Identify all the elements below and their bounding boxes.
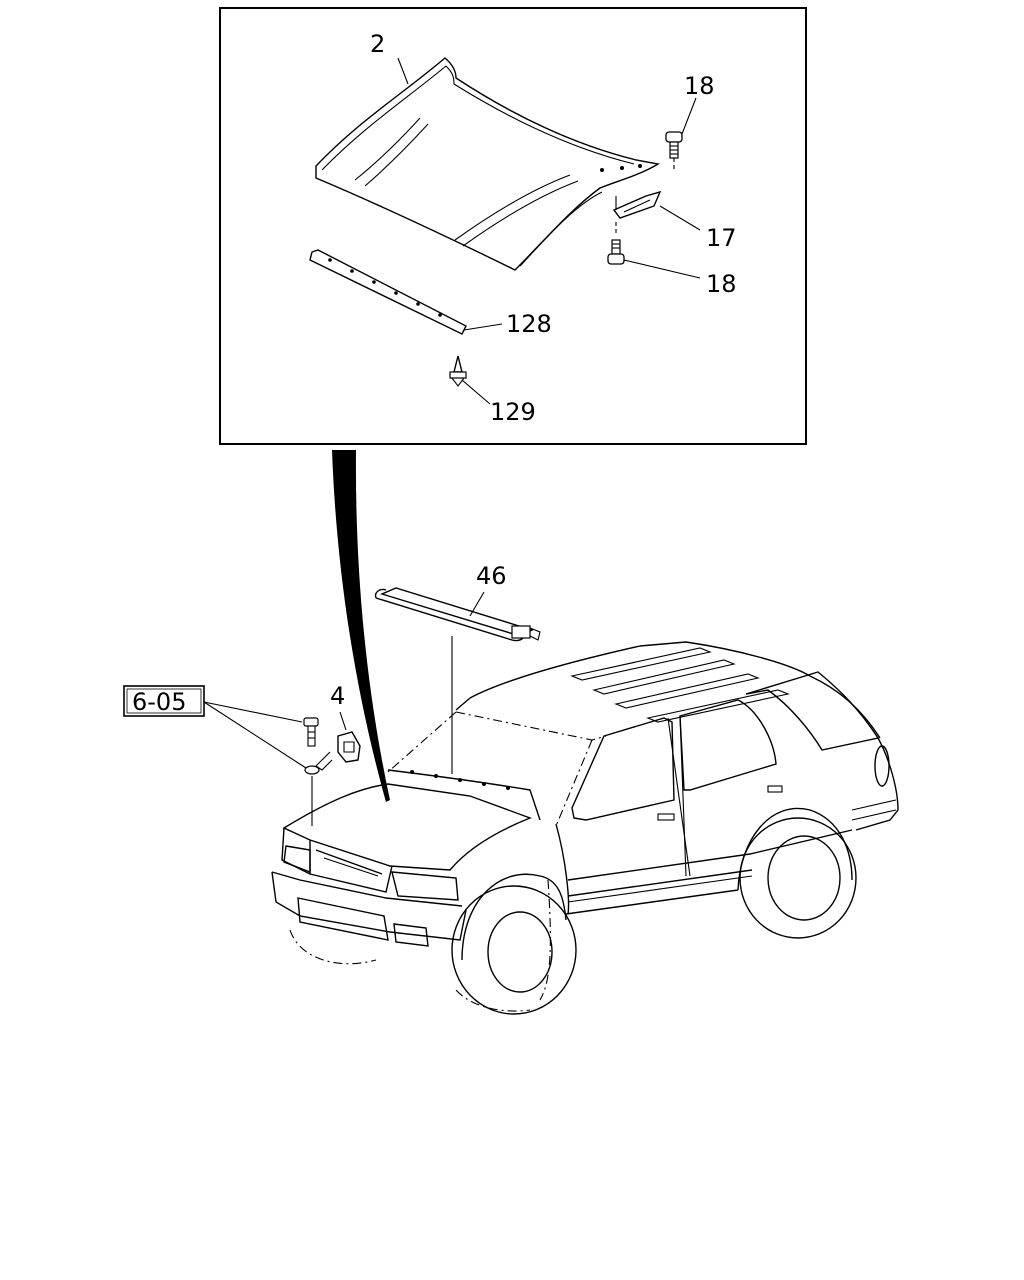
- callout-hood: 2: [370, 30, 385, 58]
- weatherstrip-icon: [374, 587, 541, 774]
- vehicle-outline: [271, 641, 899, 1015]
- ref-section-box: [123, 685, 205, 717]
- bolt-icon-upper: [665, 131, 683, 172]
- callout-ref-section: 6-05: [132, 688, 186, 716]
- callout-bolt-upper: 18: [684, 72, 715, 100]
- latch-icon: [315, 711, 361, 771]
- hood-panel: [315, 57, 660, 271]
- callout-hinge: 17: [706, 224, 737, 252]
- inset-connector-wedge: [332, 450, 390, 802]
- callout-clip: 129: [490, 398, 536, 426]
- hood-seal-strip: [309, 249, 467, 335]
- callout-latch: 4: [330, 682, 345, 710]
- bolt-icon-lower: [607, 222, 625, 265]
- callout-seal-strip: 128: [506, 310, 552, 338]
- callout-bolt-lower: 18: [706, 270, 737, 298]
- callout-weatherstrip: 46: [476, 562, 507, 590]
- bolt-icon-latch: [303, 717, 320, 826]
- hinge-icon: [612, 190, 662, 219]
- detail-inset-frame: [219, 7, 807, 445]
